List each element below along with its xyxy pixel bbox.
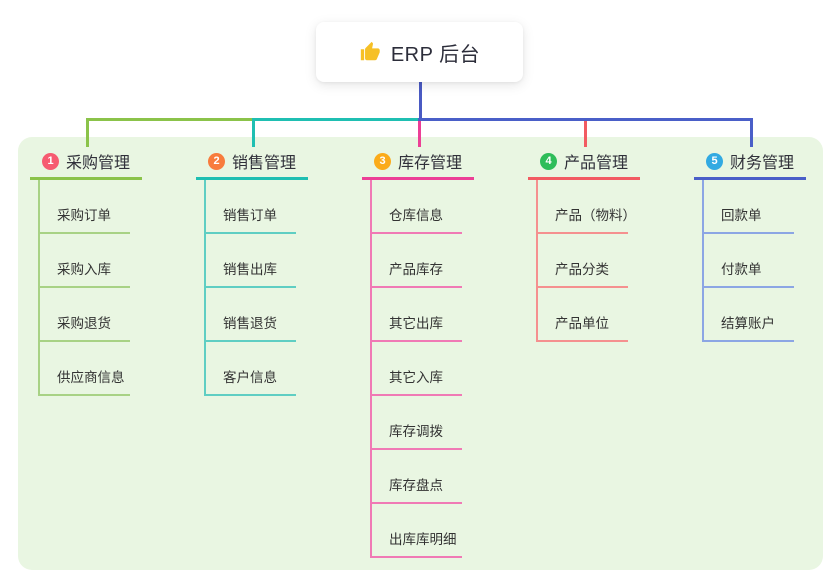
branch-label: 销售管理 (232, 155, 297, 172)
child-node[interactable]: 销售出库 (206, 234, 296, 288)
child-node[interactable]: 其它出库 (372, 288, 462, 342)
branch-label: 财务管理 (730, 155, 795, 172)
branch-drop-line-5 (750, 121, 753, 147)
child-node-label: 客户信息 (223, 370, 277, 385)
child-node[interactable]: 销售退货 (206, 288, 296, 342)
root-node[interactable]: ERP 后台 (316, 22, 523, 82)
root-drop-line (418, 82, 422, 121)
child-node[interactable]: 销售订单 (206, 180, 296, 234)
child-node-label: 结算账户 (721, 316, 775, 331)
branch-label: 库存管理 (398, 155, 463, 172)
child-node[interactable]: 产品库存 (372, 234, 462, 288)
branch-column: 5 财务管理 回款单付款单结算账户 (694, 145, 806, 342)
branch-column: 4 产品管理 产品（物料） 产品分类产品单位 (528, 145, 640, 342)
child-node[interactable]: 出库库明细 (372, 504, 462, 558)
child-node-label: 销售出库 (223, 262, 277, 277)
root-node-label: ERP 后台 (390, 43, 481, 66)
child-node-label: 采购入库 (57, 262, 111, 277)
branch-children: 销售订单销售出库销售退货客户信息 (204, 180, 296, 396)
branch-children: 采购订单采购入库采购退货供应商信息 (38, 180, 130, 396)
child-node[interactable]: 采购退货 (40, 288, 130, 342)
branch-header[interactable]: 4 产品管理 (528, 145, 640, 180)
child-node[interactable]: 结算账户 (704, 288, 794, 342)
branch-number-badge: 4 (540, 152, 557, 170)
branch-drop-line-3 (418, 121, 421, 147)
child-node[interactable]: 供应商信息 (40, 342, 130, 396)
child-node-label: 回款单 (721, 208, 762, 223)
branch-children: 回款单付款单结算账户 (702, 180, 794, 342)
child-node-label: 其它出库 (389, 316, 443, 331)
branch-header[interactable]: 3 库存管理 (362, 145, 474, 180)
child-node[interactable]: 客户信息 (206, 342, 296, 396)
branch-header[interactable]: 2 销售管理 (196, 145, 308, 180)
child-node[interactable]: 库存盘点 (372, 450, 462, 504)
branch-number-badge: 3 (374, 152, 391, 170)
branch-number-badge: 5 (706, 152, 723, 170)
branch-header[interactable]: 1 采购管理 (30, 145, 142, 180)
child-node[interactable]: 采购入库 (40, 234, 130, 288)
child-node[interactable]: 采购订单 (40, 180, 130, 234)
thumbs-up-icon (359, 41, 381, 63)
branch-column: 3 库存管理 仓库信息产品库存其它出库其它入库库存调拨库存盘点出库库明细 (362, 145, 474, 558)
branch-number-badge: 1 (42, 152, 59, 170)
branch-label: 产品管理 (564, 155, 629, 172)
child-node-label: 产品库存 (389, 262, 443, 277)
child-node-label: 出库库明细 (389, 532, 457, 547)
hline-segment-1 (86, 118, 252, 121)
child-node-label: 库存调拨 (389, 424, 443, 439)
child-node-label: 仓库信息 (389, 208, 443, 223)
child-node-label: 付款单 (721, 262, 762, 277)
child-node-label: 销售订单 (223, 208, 277, 223)
branch-column: 2 销售管理 销售订单销售出库销售退货客户信息 (196, 145, 308, 396)
branch-drop-line-2 (252, 121, 255, 147)
child-node-label: 采购退货 (57, 316, 111, 331)
child-node-label: 其它入库 (389, 370, 443, 385)
child-node-label: 采购订单 (57, 208, 111, 223)
branch-label: 采购管理 (66, 155, 131, 172)
hline-segment-2 (252, 118, 418, 121)
branch-column: 1 采购管理 采购订单采购入库采购退货供应商信息 (30, 145, 142, 396)
child-node-label: 产品单位 (555, 316, 609, 331)
child-node[interactable]: 产品分类 (538, 234, 628, 288)
branch-header[interactable]: 5 财务管理 (694, 145, 806, 180)
child-node-label: 库存盘点 (389, 478, 443, 493)
child-node-label: 产品分类 (555, 262, 609, 277)
child-node[interactable]: 产品（物料） (538, 180, 636, 234)
child-node-label: 销售退货 (223, 316, 277, 331)
branch-children: 仓库信息产品库存其它出库其它入库库存调拨库存盘点出库库明细 (370, 180, 462, 558)
child-node[interactable]: 库存调拨 (372, 396, 462, 450)
child-node-label: 产品（物料） (555, 208, 636, 223)
child-node[interactable]: 仓库信息 (372, 180, 462, 234)
child-node[interactable]: 产品单位 (538, 288, 628, 342)
child-node-label: 供应商信息 (57, 370, 125, 385)
branch-drop-line-4 (584, 121, 587, 147)
child-node[interactable]: 回款单 (704, 180, 794, 234)
background-panel (18, 137, 823, 570)
child-node[interactable]: 付款单 (704, 234, 794, 288)
hline-segment-3 (418, 118, 753, 121)
branch-drop-line-1 (86, 121, 89, 147)
child-node[interactable]: 其它入库 (372, 342, 462, 396)
branch-children: 产品（物料） 产品分类产品单位 (536, 180, 636, 342)
branch-number-badge: 2 (208, 152, 225, 170)
